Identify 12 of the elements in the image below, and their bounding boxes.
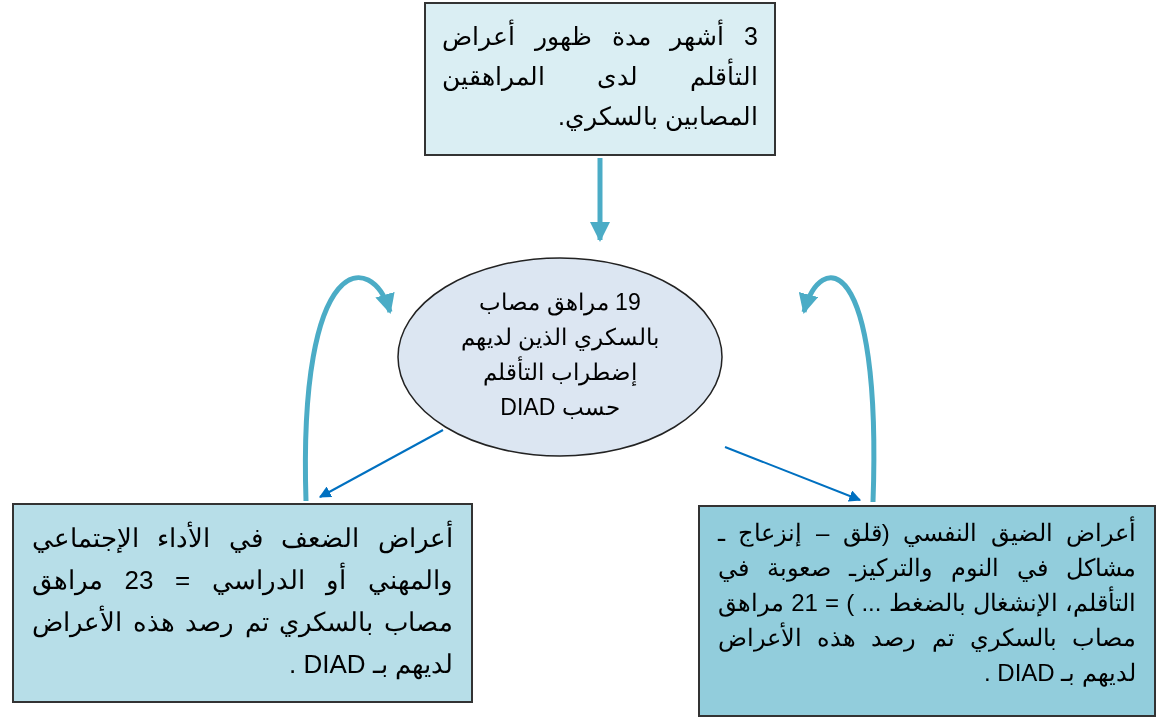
arrow — [800, 275, 877, 503]
box-text: أعراض الضعف في الأداء الإجتماعي والمهني أو الدراسي = 23 مراهق مصاب بالسكري تم رصد هذه الأعراض لديهم بـ DIAD . — [32, 517, 453, 685]
box-text: أعراض الضيق النفسي (قلق – إنزعاج ـ مشاكل في النوم والتركيزـ صعوبة في التأقلم، الإنشغال بالضغط ... ) = 21 مراهق مصاب بالسكري تم رصد هذه الأعراض لديهم بـ DIAD . — [718, 515, 1136, 690]
box-text: 3 أشهر مدة ظهور أعراض التأقلم لدى المراهقين المصابين بالسكري. — [442, 16, 758, 136]
text-box — [12, 503, 473, 703]
arrow — [318, 429, 444, 498]
arrow — [724, 446, 862, 502]
ellipse-text: 19 مراهق مصاب بالسكري الذين لديهم إضطراب التأقلم حسب DIAD — [460, 288, 660, 422]
text-box — [698, 505, 1156, 717]
text-box — [424, 2, 776, 156]
arrow — [303, 275, 393, 501]
arrow — [590, 158, 610, 242]
